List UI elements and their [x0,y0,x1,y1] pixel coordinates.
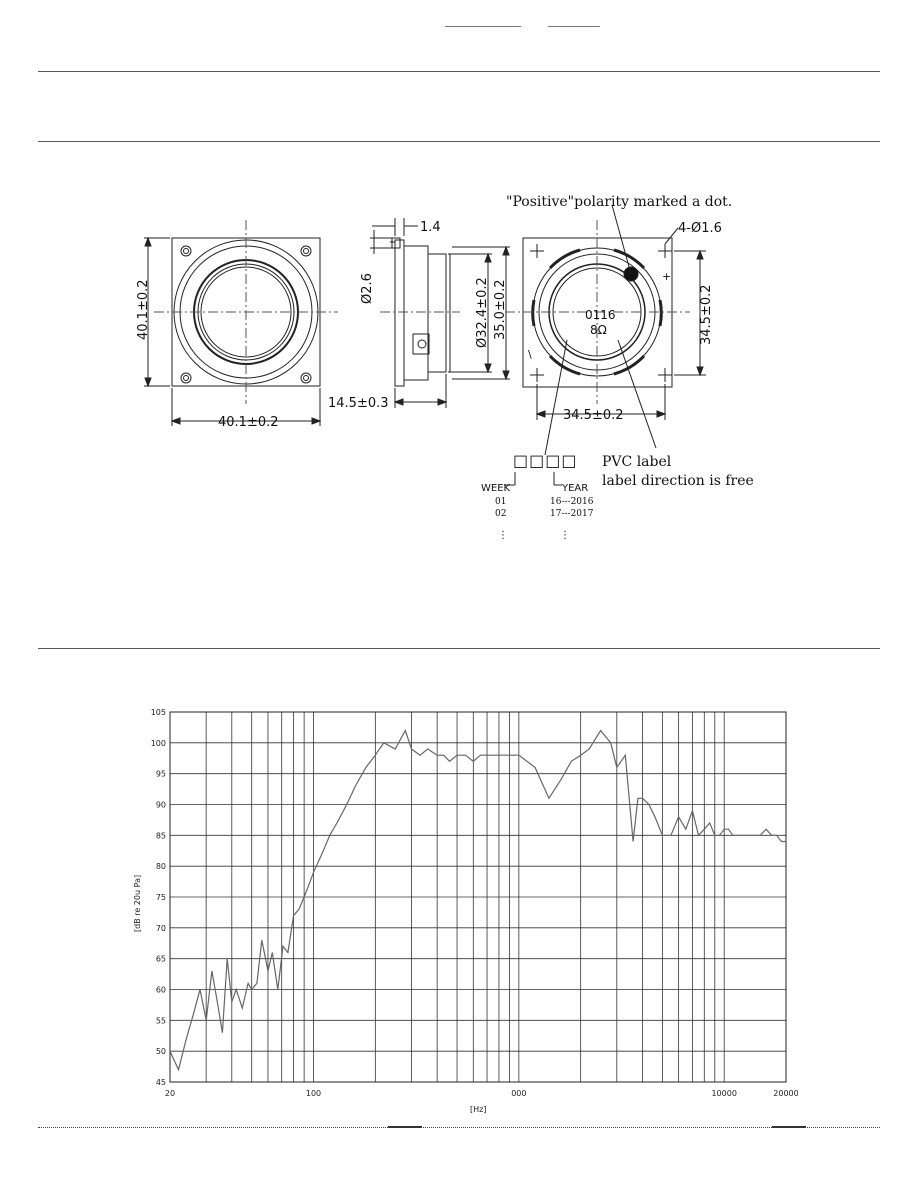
y-tick-label: 80 [156,862,166,871]
front-width-dimension: 40.1±0.2 [218,415,279,430]
section-divider-3 [38,648,880,649]
header-link-1[interactable] [445,26,521,27]
terminal-dimension: Ø2.6 [360,273,375,304]
x-tick-label: 20 [165,1089,175,1098]
y-tick-label: 95 [156,770,166,779]
minus-mark: \ [528,348,532,361]
label-code: 0116 [585,308,616,322]
y-tick-labels: 105 100 95 90 85 80 75 70 65 60 55 50 45 [151,708,166,1087]
front-height-dimension: 40.1±0.2 [136,279,151,340]
year-16: 16---2016 [550,497,594,507]
back-width-dimension: 34.5±0.2 [563,408,624,423]
y-tick-label: 60 [156,986,166,995]
y-tick-label: 105 [151,708,166,717]
y-tick-label: 85 [156,831,166,840]
y-tick-label: 90 [156,801,166,810]
label-ohm: 8Ω [590,323,607,337]
year-title: YEAR [561,483,588,494]
footer-mark-2 [772,1126,806,1128]
thickness-dimension: 1.4 [420,220,441,235]
year-17: 17---2017 [550,509,594,519]
x-tick-labels: 20 100 000 10000 20000 [165,1089,798,1098]
speaker-dimension-drawing: "Positive"polarity marked a dot. 4-Ø1.6 … [136,194,754,541]
y-tick-label: 100 [151,739,166,748]
side-diameter-2: 35.0±0.2 [493,279,508,340]
hole-dimension: 4-Ø1.6 [678,221,722,236]
side-diameter-1: Ø32.4±0.2 [475,277,490,348]
response-curve [169,729,786,1072]
polarity-note: "Positive"polarity marked a dot. [506,194,732,210]
section-divider-2 [38,141,880,142]
label-direction-note: label direction is free [602,473,754,489]
side-depth-dimension: 14.5±0.3 [328,396,389,411]
x-tick-label: 100 [306,1089,321,1098]
x-tick-label: 000 [511,1089,526,1098]
pvc-label-note: PVC label [602,454,672,470]
section-divider-1 [38,71,880,72]
x-tick-label: 10000 [711,1089,736,1098]
y-tick-label: 55 [156,1016,166,1025]
week-01: 01 [495,497,506,507]
date-code-boxes: □□□□ [513,451,577,470]
frequency-response-chart: 105 100 95 90 85 80 75 70 65 60 55 50 45 20 100 000 100… [133,708,798,1114]
x-tick-label: 20000 [773,1089,798,1098]
chart-grid [170,712,786,1082]
y-tick-label: 65 [156,955,166,964]
back-view [504,204,706,486]
y-axis-label: [dB re 20u Pa] [133,875,142,932]
plot-frame [169,711,787,1083]
y-tick-label: 50 [156,1047,166,1056]
footer-dotted-rule [38,1127,880,1128]
header-link-2[interactable] [548,26,600,27]
week-ellipsis: ⋮ [498,530,508,541]
plus-mark: + [662,270,671,283]
footer-mark-1 [388,1126,422,1128]
y-tick-label: 45 [156,1078,166,1087]
front-view [144,220,338,426]
side-view [370,218,510,408]
x-axis-label: [Hz] [470,1105,486,1114]
week-02: 02 [495,509,506,519]
back-height-dimension: 34.5±0.2 [699,284,714,345]
y-tick-label: 75 [156,893,166,902]
mounting-holes [180,245,312,384]
y-tick-label: 70 [156,924,166,933]
year-ellipsis: ⋮ [560,530,570,541]
week-title: WEEK [481,483,511,494]
